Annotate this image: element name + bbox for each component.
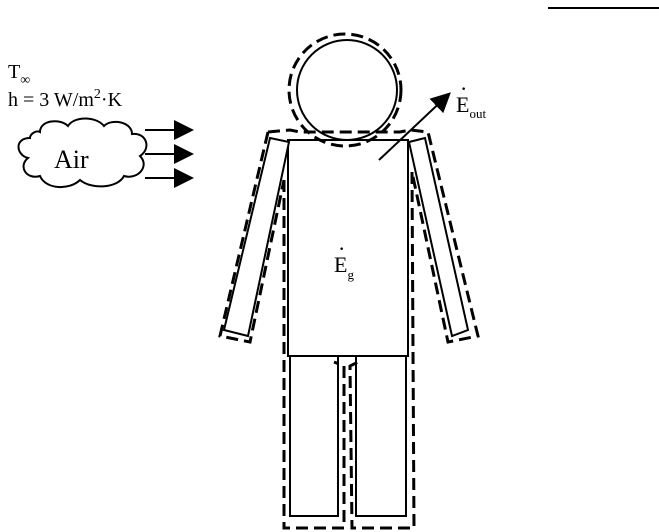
head (297, 40, 397, 140)
energy-out-label: Eout (456, 92, 486, 121)
ambient-temperature-label: T∞ (8, 61, 30, 88)
ambient-temperature-subscript: ∞ (20, 73, 30, 88)
torso (288, 140, 408, 356)
h-superscript: 2 (94, 87, 101, 102)
right-leg (356, 356, 406, 516)
right-arm (409, 138, 468, 336)
energy-generated-subscript: g (347, 267, 354, 282)
heat-transfer-coefficient-label: h = 3 W/m2·K (8, 87, 123, 111)
left-leg (290, 356, 338, 516)
air-label: Air (54, 145, 89, 174)
energy-out-subscript: out (469, 106, 486, 121)
